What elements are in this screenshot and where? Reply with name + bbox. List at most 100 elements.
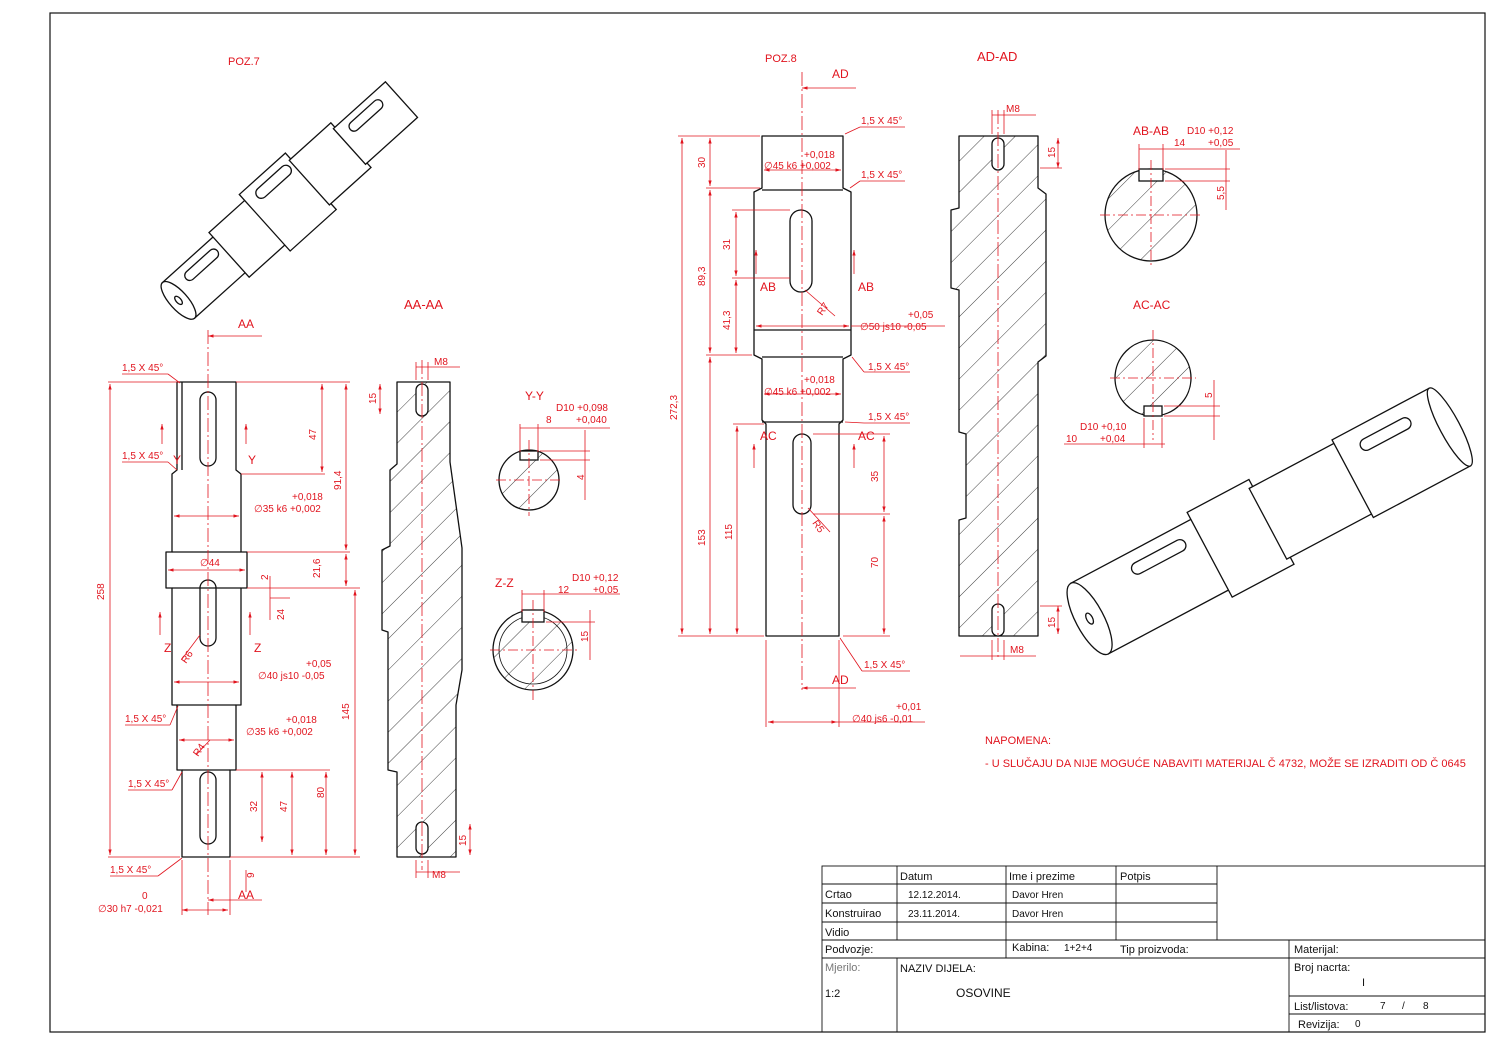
- ad-15-top: 15: [1047, 146, 1058, 158]
- poz8-label: POZ.8: [765, 53, 797, 65]
- y-mark-left: Y: [173, 453, 181, 467]
- dim-40js10: ∅40 js10 -0,05: [258, 671, 325, 682]
- p8-chamfer-2: 1,5 X 45°: [861, 170, 902, 181]
- dim-47-bottom: 47: [279, 800, 290, 812]
- poz7-shaft-outline: [165, 381, 248, 858]
- dim-24: 24: [276, 608, 287, 620]
- p8-dim-45k6-a: ∅45 k6 +0,002: [764, 161, 831, 172]
- dim-30h7: ∅30 h7 -0,021: [98, 904, 163, 915]
- ad-m8-top: M8: [1006, 104, 1020, 115]
- p8-dim-115: 115: [724, 524, 735, 540]
- p8-dim-50js10: ∅50 js10 -0,05: [860, 322, 927, 333]
- ad-dimensions: [960, 110, 1062, 660]
- kabina: Kabina:: [1012, 942, 1049, 954]
- row-crtao: Crtao: [825, 889, 852, 901]
- mjerilo-value: 1:2: [825, 988, 840, 1000]
- date-crtao: 12.12.2014.: [908, 890, 961, 901]
- dim-21-6: 21,6: [312, 558, 323, 578]
- dim-9: 9: [246, 872, 257, 878]
- aa-m8-bottom: M8: [432, 870, 446, 881]
- ac-mark-left: AC: [760, 429, 777, 443]
- z-z-title: Z-Z: [495, 576, 514, 590]
- chamfer-1: 1,5 X 45°: [122, 363, 163, 374]
- ab-ab-title: AB-AB: [1133, 124, 1169, 138]
- aa-15-bottom: 15: [458, 834, 469, 846]
- p8-dim-41-3: 41,3: [722, 310, 733, 330]
- ac-d10: D10 +0,10: [1080, 422, 1127, 433]
- aa-mark-bottom: AA: [238, 888, 254, 902]
- ac-tol: +0,04: [1100, 434, 1126, 445]
- col-datum: Datum: [900, 871, 932, 883]
- chamfer-5: 1,5 X 45°: [110, 865, 151, 876]
- r6: R6: [179, 649, 196, 666]
- dim-145: 145: [341, 703, 352, 720]
- yy-8: 8: [546, 415, 552, 426]
- p8-tol-01: +0,01: [896, 702, 922, 713]
- aa-dimension-text: M8 15 M8 15: [368, 357, 469, 881]
- poz7-dimensions: [108, 334, 360, 915]
- p8-chamfer-4: 1,5 X 45°: [868, 412, 909, 423]
- p8-dim-35: 35: [870, 470, 881, 482]
- naziv-value: OSOVINE: [956, 986, 1011, 1000]
- tol-zero: 0: [142, 891, 148, 902]
- ad-dimension-text: M8 15 M8 15: [1006, 104, 1058, 656]
- chamfer-2: 1,5 X 45°: [122, 451, 163, 462]
- y-y-title: Y-Y: [525, 389, 544, 403]
- row-konstruirao: Konstruirao: [825, 908, 881, 920]
- ac-mark-right: AC: [858, 429, 875, 443]
- ab-mark-right: AB: [858, 280, 874, 294]
- ac-5: 5: [1204, 392, 1215, 398]
- ab-ab-dimensions: [1100, 144, 1240, 268]
- p8-dim-30: 30: [697, 156, 708, 168]
- ad-m8-bottom: M8: [1010, 645, 1024, 656]
- broj-nacrta: Broj nacrta:: [1294, 962, 1350, 974]
- p8-dim-70: 70: [870, 556, 881, 568]
- p8-chamfer-3: 1,5 X 45°: [868, 362, 909, 373]
- ac-ac-text: D10 +0,10 +0,04 10 5: [1066, 392, 1215, 445]
- kabina-value: 1+2+4: [1064, 943, 1093, 954]
- poz8-shaft-outline: [753, 135, 852, 637]
- ad-ad-title: AD-AD: [977, 49, 1017, 64]
- p8-tol-05: +0,05: [908, 310, 934, 321]
- poz8-isometric-view: [1066, 387, 1473, 656]
- z-mark-left: Z: [164, 641, 171, 655]
- ad-15-bottom: 15: [1047, 616, 1058, 628]
- col-ime: Ime i prezime: [1009, 871, 1075, 883]
- naziv-dijela: NAZIV DIJELA:: [900, 963, 976, 975]
- title-block: [821, 865, 1486, 1033]
- ab-5-5: 5,5: [1216, 186, 1227, 200]
- poz7-label: POZ.7: [228, 56, 260, 68]
- name-konstruirao: Davor Hren: [1012, 909, 1063, 920]
- tip-proizvoda: Tip proizvoda:: [1120, 944, 1189, 956]
- p8-chamfer-1: 1,5 X 45°: [861, 116, 902, 127]
- note-text: - U SLUČAJU DA NIJE MOGUĆE NABAVITI MATE…: [985, 757, 1466, 770]
- revizija-value: 0: [1355, 1019, 1361, 1030]
- aa-mark-top: AA: [238, 317, 254, 331]
- p8-dim-153: 153: [697, 529, 708, 546]
- chamfer-4: 1,5 X 45°: [128, 779, 169, 790]
- dim-91-4: 91,4: [333, 470, 344, 490]
- note-heading: NAPOMENA:: [985, 735, 1051, 747]
- p8-r7: R7: [815, 301, 832, 318]
- tol-05: +0,05: [306, 659, 332, 670]
- p8-dim-272-3: 272,3: [669, 395, 680, 420]
- title-block-text: Datum Ime i prezime Potpis Crtao Konstru…: [825, 871, 1429, 1031]
- dim-35k6-b: ∅35 k6 +0,002: [246, 727, 313, 738]
- podvozje: Podvozje:: [825, 944, 873, 956]
- dim-258: 258: [96, 583, 107, 600]
- poz8-dimension-text: AD AD AB AB AC AC 1,5 X 45° 1,5 X 45° 1,…: [669, 67, 934, 725]
- date-konstruirao: 23.11.2014.: [908, 909, 960, 920]
- sheet-border: [49, 12, 1486, 1033]
- p8-dim-89-3: 89,3: [697, 266, 708, 286]
- aa-aa-title: AA-AA: [404, 297, 443, 312]
- z-mark-right: Z: [254, 641, 261, 655]
- ab-d10: D10 +0,12: [1187, 126, 1234, 137]
- p8-tol-018-b: +0,018: [804, 375, 835, 386]
- tol-018-b: +0,018: [286, 715, 317, 726]
- ac-10: 10: [1066, 434, 1078, 445]
- ad-mark-top: AD: [832, 67, 849, 81]
- aa-dimensions: [378, 362, 472, 878]
- broj-value: I: [1362, 977, 1365, 989]
- yy-d10: D10 +0,098: [556, 403, 608, 414]
